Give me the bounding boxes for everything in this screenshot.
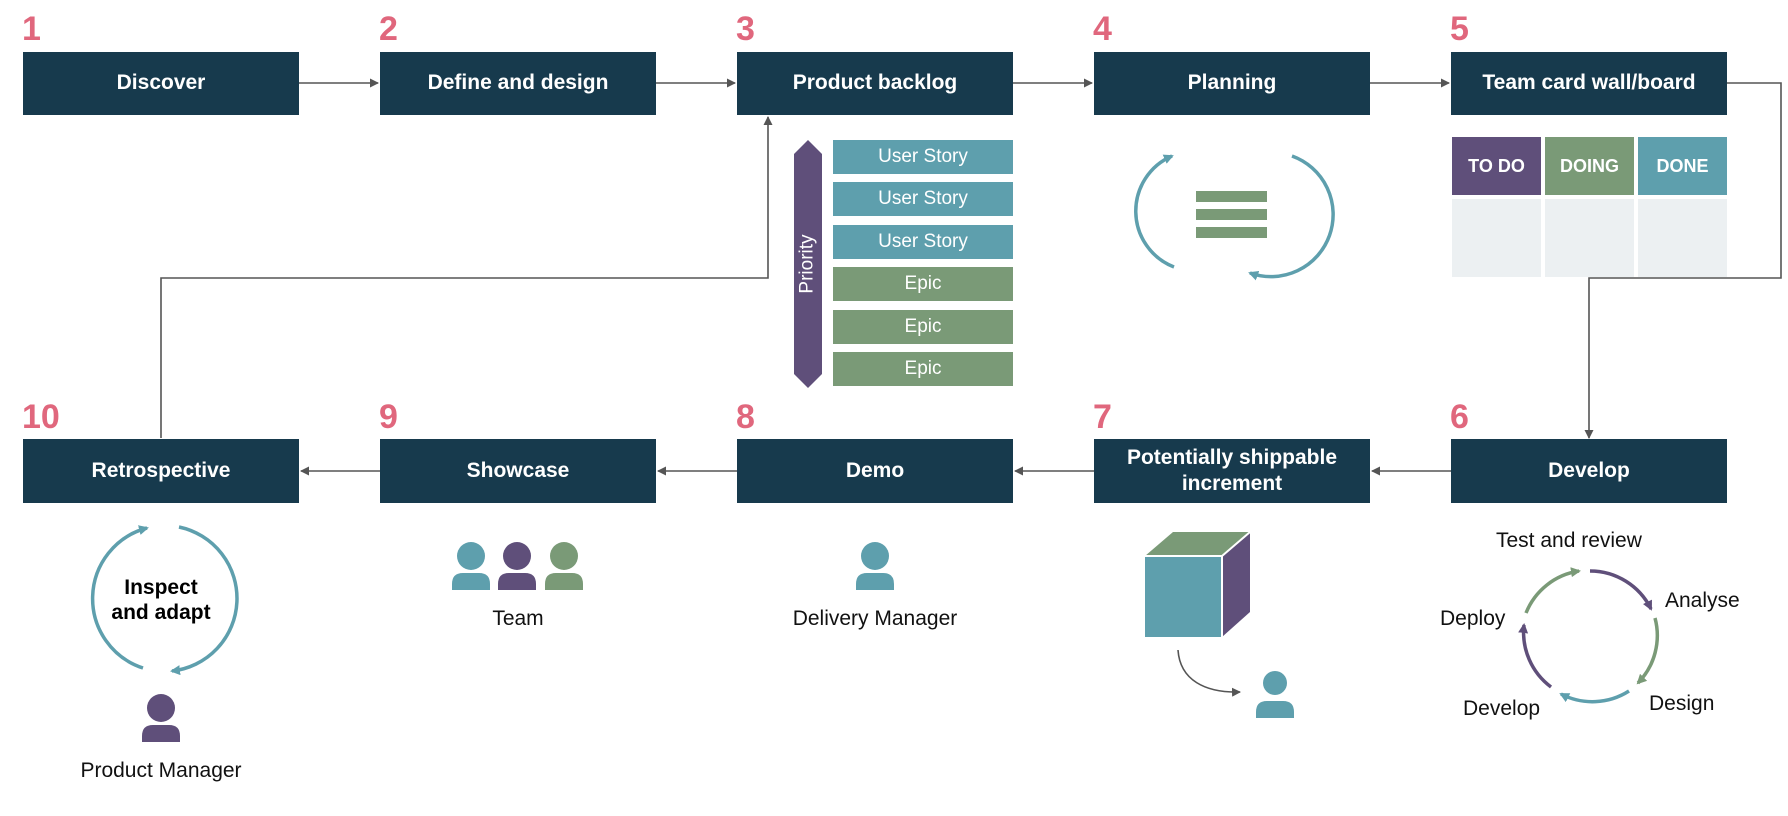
person-icon: [856, 542, 894, 590]
stage-number: 7: [1093, 398, 1112, 436]
cycle-arrows-icon: [90, 525, 239, 676]
team-label: Team: [492, 607, 544, 630]
board-cell: [1638, 199, 1727, 277]
priority-bar: [794, 140, 822, 388]
stage-showcase: Showcase: [380, 439, 656, 503]
curved-arrow-icon: [1177, 649, 1241, 697]
stage-potentially-shippable-increment: Potentially shippable increment: [1094, 439, 1370, 503]
stage-number: 2: [379, 10, 398, 48]
stage-define-and-design: Define and design: [380, 52, 656, 115]
connector-10-3: [160, 116, 773, 438]
board-cell: [1452, 199, 1541, 277]
stage-number: 10: [22, 398, 60, 436]
stage-number: 9: [379, 398, 398, 436]
stage-team-card-wall: Team card wall/board: [1451, 52, 1727, 115]
stage-discover: Discover: [23, 52, 299, 115]
priority-label: Priority: [797, 234, 818, 294]
stage-number: 6: [1450, 398, 1469, 436]
stage-demo: Demo: [737, 439, 1013, 503]
backlog-item: User Story: [833, 140, 1013, 174]
stage-number: 3: [736, 10, 755, 48]
list-lines-icon: [1196, 191, 1267, 238]
cycle-step-label: Develop: [1463, 697, 1541, 720]
stage-number: 1: [22, 10, 41, 48]
person-icon: [142, 694, 180, 742]
priority-label-wrap: Priority: [794, 154, 822, 374]
develop-cycle-icon: [1518, 567, 1660, 704]
person-icon: [498, 542, 536, 590]
inspect-and-adapt-label: Inspect and adapt: [111, 576, 211, 625]
stage-develop: Develop: [1451, 439, 1727, 503]
board-column-done: DONE: [1638, 137, 1727, 195]
backlog-item: Epic: [833, 352, 1013, 386]
board-column-doing: DOING: [1545, 137, 1634, 195]
cycle-step-label: Analyse: [1665, 589, 1740, 612]
delivery-manager-label: Delivery Manager: [792, 607, 958, 630]
stage-number: 8: [736, 398, 755, 436]
stage-retrospective: Retrospective: [23, 439, 299, 503]
backlog-item: User Story: [833, 182, 1013, 216]
connector-5-6: [1584, 82, 1782, 439]
board-cell: [1545, 199, 1634, 277]
cycle-step-label: Design: [1649, 692, 1715, 715]
product-manager-label: Product Manager: [80, 759, 242, 782]
cycle-step-label: Deploy: [1440, 607, 1506, 630]
backlog-item: User Story: [833, 225, 1013, 259]
cycle-step-label: Test and review: [1496, 529, 1642, 552]
cube-icon: [1145, 531, 1251, 637]
person-icon: [452, 542, 490, 590]
backlog-item: Epic: [833, 310, 1013, 344]
person-icon: [545, 542, 583, 590]
person-icon: [1256, 671, 1294, 718]
backlog-item: Epic: [833, 267, 1013, 301]
stage-planning: Planning: [1094, 52, 1370, 115]
stage-number: 4: [1093, 10, 1112, 48]
cycle-arrows-icon: [1134, 154, 1335, 281]
stage-number: 5: [1450, 10, 1469, 48]
stage-product-backlog: Product backlog: [737, 52, 1013, 115]
board-column-todo: TO DO: [1452, 137, 1541, 195]
